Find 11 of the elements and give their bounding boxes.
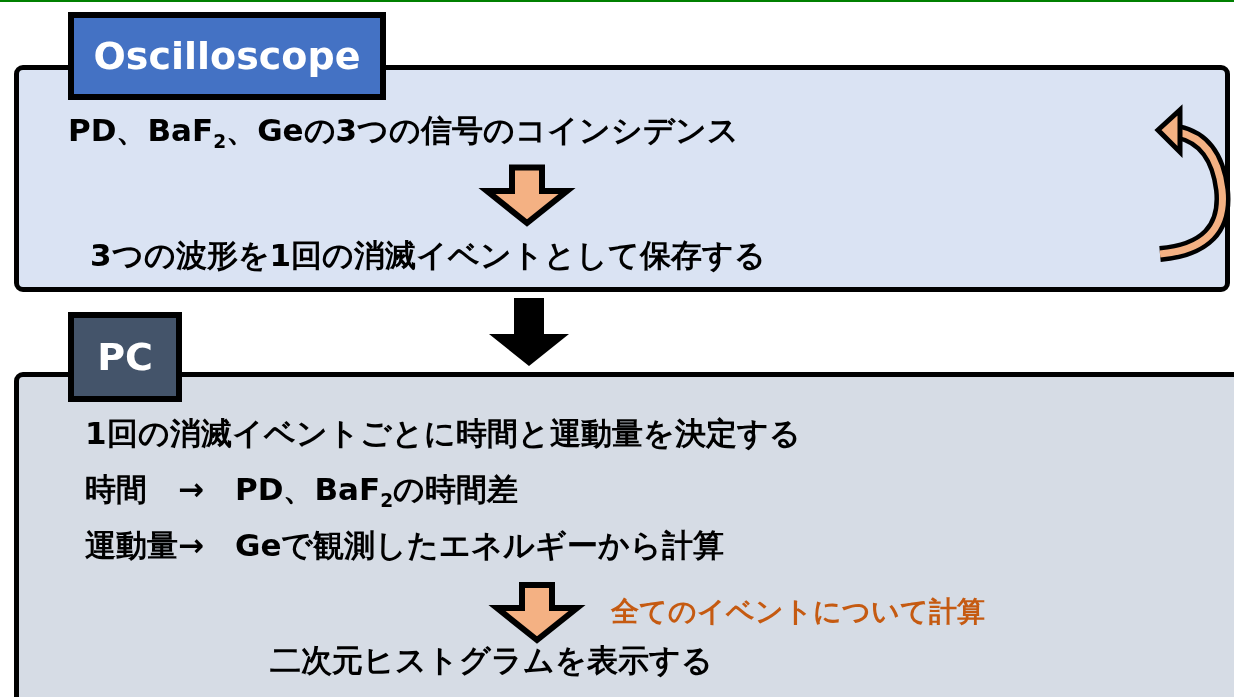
panel-title: Oscilloscope [68,12,386,100]
block-arrow [488,582,586,644]
panel-title: PC [68,312,182,402]
step-text: 1回の消滅イベントごとに時間と運動量を決定する [85,415,801,453]
step-text: 3つの波形を1回の消滅イベントとして保存する [90,237,767,275]
block-arrow [489,298,569,366]
step-text: 運動量→ Geで観測したエネルギーから計算 [85,527,726,565]
step-text: PD、BaF$_{2}$、Geの3つの信号のコインシデンス [68,112,740,154]
step-text: 二次元ヒストグラムを表示する [270,642,713,680]
step-text: 時間 → PD、BaF$_{2}$の時間差 [85,471,520,514]
block-arrow [478,164,576,227]
